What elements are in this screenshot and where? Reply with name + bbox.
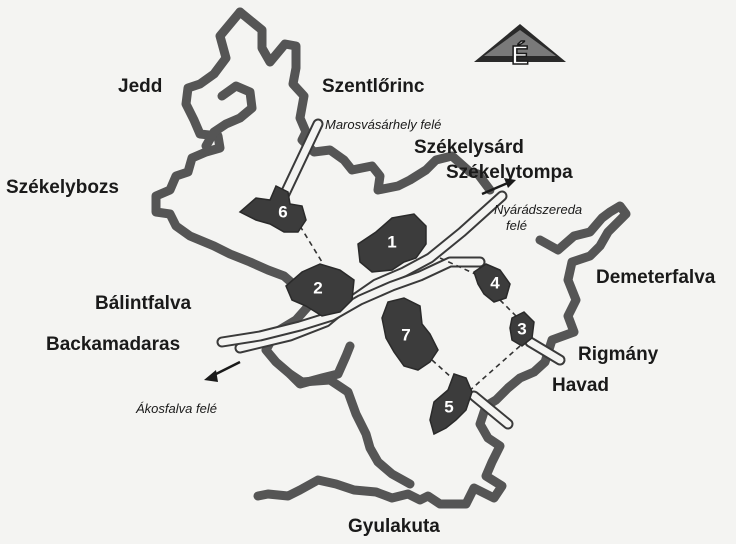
direction-label-nyaradszereda-line2: felé (506, 218, 527, 233)
place-labels: Jedd Szentlőrinc Székelybozs Székelysárd… (6, 76, 716, 537)
settlement-number-4: 4 (490, 273, 500, 292)
settlement-number-5: 5 (444, 397, 453, 416)
arrow-southwest-icon (204, 370, 218, 382)
arrow-northeast-line (481, 180, 511, 196)
place-label-jedd: Jedd (118, 76, 162, 97)
compass-triangle-inner (484, 30, 556, 56)
settlement-number-6: 6 (278, 202, 287, 221)
road-havad-inner (526, 338, 564, 364)
compass-label: É (511, 40, 528, 70)
settlement-shape-2 (285, 263, 355, 317)
direction-label-marosvasarhely: Marosvásárhely felé (325, 117, 441, 132)
place-label-szekelytompa: Székelytompa (446, 162, 573, 183)
road-nyaradszereda-inner (236, 192, 506, 352)
place-label-rigmany: Rigmány (578, 344, 659, 365)
arrow-southwest-line (211, 360, 241, 378)
place-label-havad: Havad (552, 375, 609, 396)
settlement-shape-3 (509, 311, 535, 347)
settlements (238, 184, 535, 436)
settlement-number-7: 7 (401, 325, 410, 344)
place-label-demeterfalva: Demeterfalva (596, 267, 716, 288)
place-label-szentlorinc: Szentlőrinc (322, 76, 425, 97)
arrow-northeast-icon (504, 178, 516, 188)
trail-4-3 (499, 299, 521, 321)
inner-notch (201, 81, 257, 151)
place-label-balintfalva: Bálintfalva (95, 293, 192, 314)
place-label-backamadaras: Backamadaras (46, 334, 180, 355)
settlement-shape-6 (238, 184, 307, 233)
place-label-szekelyboz: Székelybozs (6, 177, 119, 198)
settlement-number-1: 1 (387, 232, 396, 251)
direction-arrows (204, 178, 516, 382)
road-gyulakuta-inner (470, 392, 512, 428)
trail-6-2 (299, 225, 323, 263)
road-backamadaras-inner (218, 258, 484, 346)
direction-label-nyaradszereda-line1: Nyárádszereda (494, 202, 582, 217)
settlement-numbers: 1 2 3 4 5 6 7 (278, 202, 526, 416)
place-label-szekelysard: Székelysárd (414, 137, 524, 158)
road-marosvasarhely-inner (278, 120, 322, 204)
roads (216, 118, 566, 430)
settlement-number-2: 2 (313, 278, 322, 297)
trail-3-5 (467, 345, 521, 393)
settlement-number-3: 3 (517, 319, 526, 338)
direction-labels: Marosvásárhely felé Nyárádszereda felé Á… (135, 117, 582, 416)
settlement-shape-7 (381, 297, 439, 371)
settlement-shape-5 (429, 373, 473, 436)
compass-north-arrow: É (474, 24, 566, 71)
trail-7-5 (431, 359, 453, 379)
west-boundary (151, 7, 305, 295)
settlement-shape-4 (473, 263, 511, 303)
settlement-shape-1 (357, 213, 427, 273)
place-label-gyulakuta: Gyulakuta (348, 516, 440, 537)
direction-label-akosfalva: Ákosfalva felé (135, 401, 217, 416)
